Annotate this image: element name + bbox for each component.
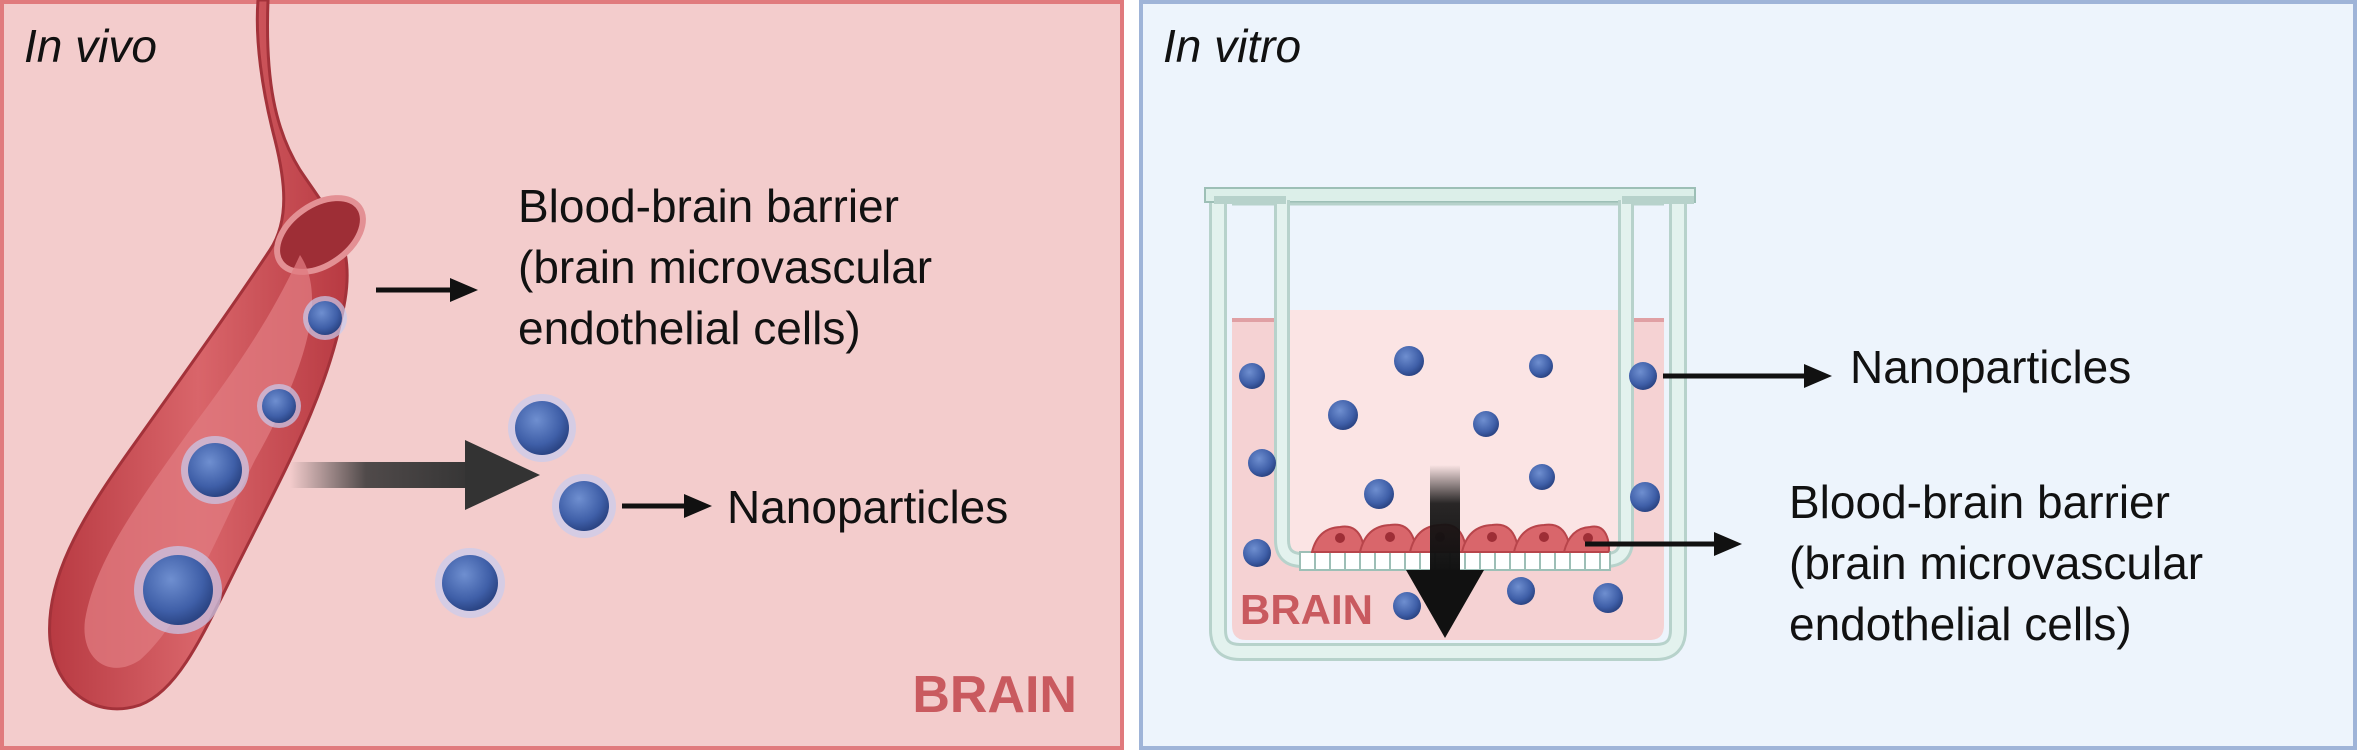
nanoparticle-icon xyxy=(508,394,576,462)
nanoparticle-icon xyxy=(134,546,222,634)
nanoparticle-icon xyxy=(1243,539,1271,567)
in-vitro-panel: In vitro xyxy=(1139,0,2357,750)
nanoparticle-icon xyxy=(257,384,301,428)
nanoparticle-icon xyxy=(1328,400,1358,430)
in-vivo-panel: In vivo xyxy=(0,0,1124,750)
in-vivo-nanoparticles-label: Nanoparticles xyxy=(727,481,1008,533)
nanoparticle-icon xyxy=(181,436,249,504)
nanoparticle-icon xyxy=(1529,464,1555,490)
bbb-pointer-arrow xyxy=(1585,532,1742,556)
transport-arrow xyxy=(1406,465,1484,638)
nanoparticle-icon xyxy=(1593,583,1623,613)
nanoparticle-icon xyxy=(1473,411,1499,437)
transport-arrow xyxy=(290,440,540,510)
nanoparticle-icon xyxy=(1393,592,1421,620)
in-vivo-brain-label: BRAIN xyxy=(912,666,1077,724)
in-vivo-title: In vivo xyxy=(24,20,157,72)
nanoparticle-icon xyxy=(1630,482,1660,512)
in-vitro-brain-label: BRAIN xyxy=(1240,586,1373,633)
in-vitro-nanoparticles-label: Nanoparticles xyxy=(1850,341,2131,393)
bbb-pointer-arrow xyxy=(376,278,478,302)
nanoparticle-icon xyxy=(1507,577,1535,605)
nanoparticle-icon xyxy=(1364,479,1394,509)
nanoparticle-icon xyxy=(1394,346,1424,376)
nanoparticle-icon xyxy=(1629,362,1657,390)
in-vivo-bbb-label: Blood-brain barrier (brain microvascular… xyxy=(518,180,945,354)
nanoparticle-icon xyxy=(435,548,505,618)
nanoparticle-icon xyxy=(1529,354,1553,378)
nanoparticle-icon xyxy=(1248,449,1276,477)
in-vitro-bbb-label: Blood-brain barrier (brain microvascular… xyxy=(1789,476,2216,650)
nanoparticle-icon xyxy=(552,474,616,538)
nanoparticle-icon xyxy=(1239,363,1265,389)
nanoparticles-pointer-arrow xyxy=(622,494,712,518)
nanoparticles-pointer-arrow xyxy=(1663,364,1832,388)
nanoparticle-icon xyxy=(303,296,347,340)
in-vitro-title: In vitro xyxy=(1163,20,1301,72)
